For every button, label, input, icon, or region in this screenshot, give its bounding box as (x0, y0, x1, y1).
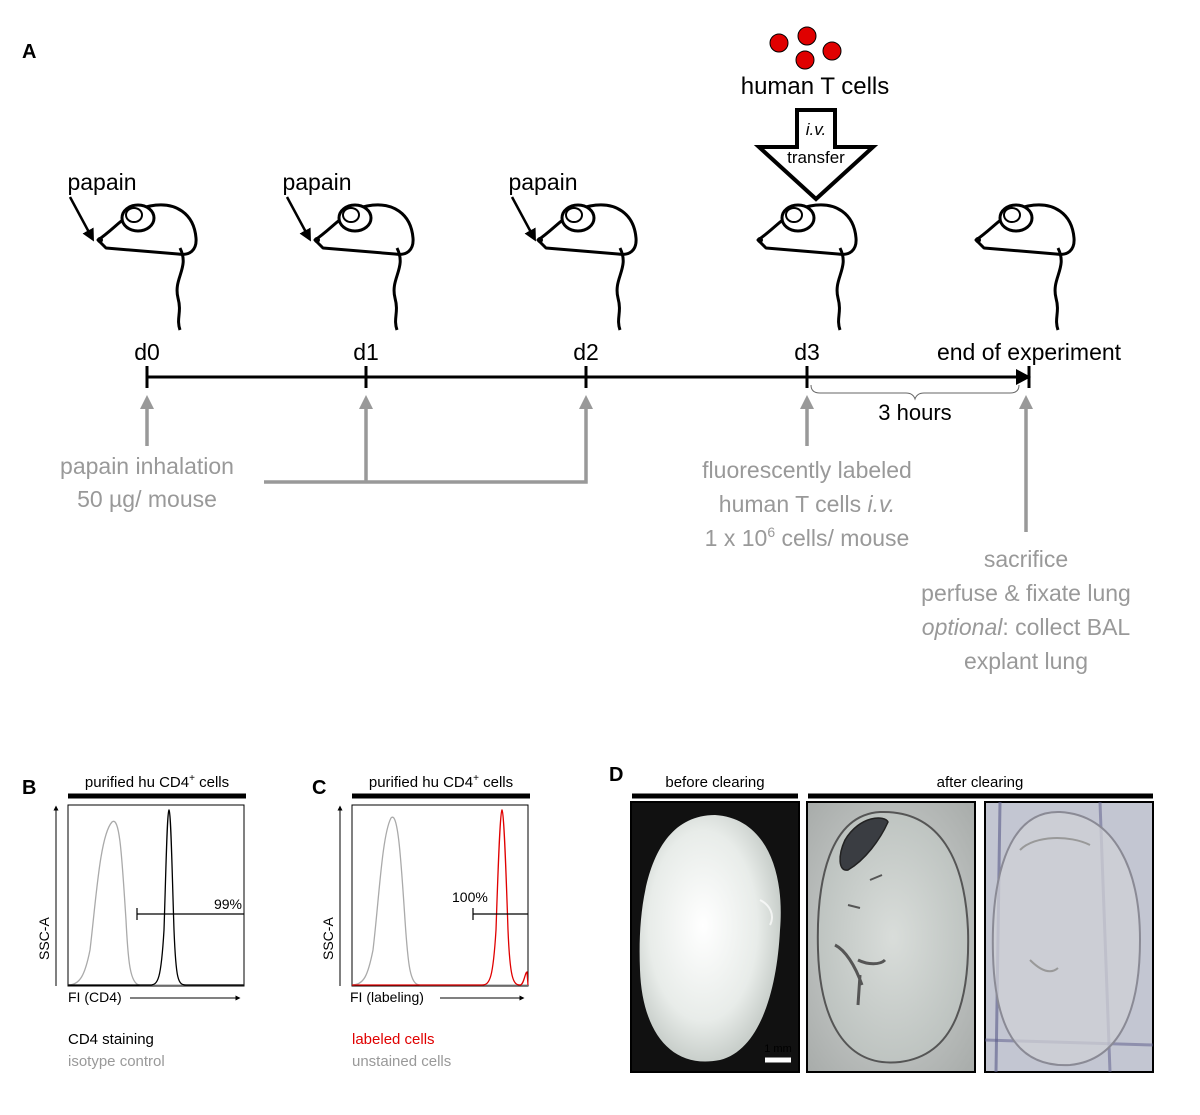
panel-d-header-after: after clearing (937, 774, 1024, 791)
mouse-1-label: papain (67, 169, 136, 195)
lung-before-clearing-photo: 1 mm (630, 801, 800, 1073)
panel-c-legend-1: labeled cells (352, 1031, 435, 1048)
panel-b-isotype-curve (67, 820, 244, 986)
end-text-3: optional: collect BAL (922, 614, 1131, 640)
panel-c-letter: C (312, 777, 326, 799)
panel-c-xlabel: FI (labeling) (350, 989, 424, 1005)
timeline (145, 366, 1031, 388)
panel-b: B purified hu CD4+ cells SSC-A FI (CD4) … (22, 773, 246, 1070)
panel-b-legend-1: CD4 staining (68, 1031, 154, 1048)
timepoint-end: end of experiment (937, 339, 1122, 365)
panel-b-header: purified hu CD4+ cells (85, 773, 229, 791)
panel-c: C purified hu CD4+ cells SSC-A FI (label… (312, 773, 530, 1070)
panel-d: D before clearing after clearing 1 mm (609, 764, 1154, 1073)
panel-b-xlabel: FI (CD4) (68, 989, 122, 1005)
tcells-text-1: fluorescently labeled (702, 457, 912, 483)
interval-label: 3 hours (878, 400, 951, 425)
panel-c-ylabel: SSC-A (320, 917, 336, 960)
papain-pointer-1 (68, 196, 94, 242)
transfer-label-iv: i.v. (806, 120, 826, 139)
mouse-3-label: papain (508, 169, 577, 195)
end-text-4: explant lung (964, 648, 1088, 674)
panel-c-unstained-curve (351, 816, 528, 986)
mouse-2-label: papain (282, 169, 351, 195)
lung-after-clearing-photo-1 (806, 801, 976, 1073)
human-t-cells-label: human T cells (741, 73, 890, 100)
panel-b-cd4-curve (68, 809, 244, 986)
panel-b-gate-percent: 99% (214, 896, 242, 912)
scale-bar-label: 1 mm (764, 1043, 792, 1055)
panel-d-letter: D (609, 764, 623, 786)
timepoint-d1: d1 (353, 339, 379, 365)
transfer-label-transfer: transfer (787, 148, 845, 167)
interval-brace (810, 384, 1020, 401)
mouse-3-icon (535, 203, 638, 332)
timepoint-d0: d0 (134, 339, 160, 365)
end-text-1: sacrifice (984, 546, 1068, 572)
mouse-4-icon (755, 203, 858, 332)
panel-a-letter: A (22, 41, 36, 63)
panel-c-gate-percent: 100% (452, 889, 488, 905)
panel-c-plot-frame (351, 804, 529, 987)
papain-pointer-3 (510, 196, 536, 242)
panel-c-legend-2: unstained cells (352, 1053, 451, 1070)
transfer-arrow-icon (753, 108, 879, 202)
mouse-5-icon (973, 203, 1076, 332)
panel-b-plot-frame (67, 804, 245, 987)
panel-b-legend-2: isotype control (68, 1053, 165, 1070)
tcells-text-3: 1 x 106 cells/ mouse (705, 524, 910, 551)
inhalation-text-2: 50 µg/ mouse (77, 486, 217, 512)
panel-c-header: purified hu CD4+ cells (369, 773, 513, 791)
papain-connector (140, 395, 1033, 532)
mouse-2-icon (312, 203, 415, 332)
panel-c-labeled-curve (352, 809, 529, 986)
end-text-2: perfuse & fixate lung (921, 580, 1131, 606)
panel-b-ylabel: SSC-A (36, 917, 52, 960)
timepoint-d3: d3 (794, 339, 820, 365)
papain-pointer-2 (285, 196, 311, 242)
lung-after-clearing-photo-2 (984, 801, 1154, 1073)
panel-b-letter: B (22, 777, 36, 799)
panel-d-header-before: before clearing (665, 774, 764, 791)
tcells-text-2: human T cells i.v. (719, 491, 895, 517)
panel-a: A human T cells i.v. transfer papain pap… (22, 26, 1131, 674)
timepoint-d2: d2 (573, 339, 599, 365)
inhalation-text-1: papain inhalation (60, 453, 234, 479)
mouse-1-icon (95, 203, 198, 332)
human-t-cells-icon (769, 26, 842, 70)
